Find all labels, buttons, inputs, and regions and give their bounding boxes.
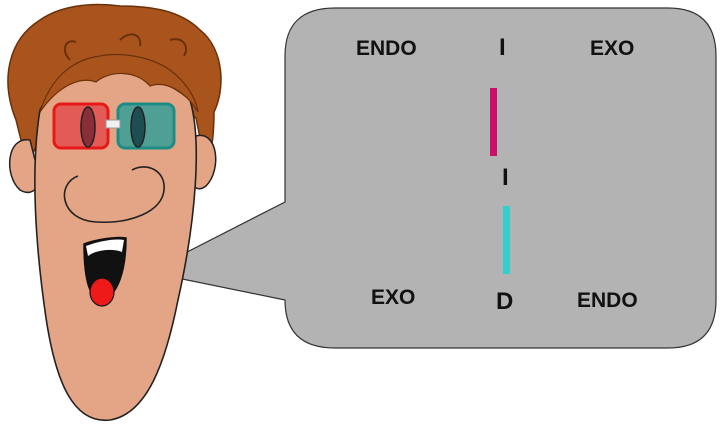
magenta-bar (490, 88, 497, 156)
hair-curl-line (119, 33, 142, 47)
speech-bubble (146, 7, 717, 349)
teeth (86, 239, 124, 256)
right-eye (130, 106, 146, 148)
hair-curl-line (63, 40, 77, 61)
label-bottom-right: ENDO (577, 289, 638, 312)
tongue (89, 277, 115, 307)
nose (63, 166, 165, 223)
label-middle-center: I (502, 164, 509, 191)
right-lens (116, 102, 176, 150)
hair-fringe (39, 53, 199, 113)
cartoon-man-with-3d-glasses-icon (7, 3, 222, 421)
label-top-left: ENDO (356, 37, 417, 60)
glasses-bridge (105, 119, 121, 129)
red-cyan-3d-glasses-icon (52, 102, 176, 150)
label-top-right: EXO (590, 37, 635, 60)
hair-curl-line (169, 38, 188, 57)
label-top-center: I (499, 34, 506, 61)
label-bottom-left: EXO (371, 286, 416, 309)
cyan-bar (503, 206, 510, 274)
label-bottom-center: D (496, 288, 514, 315)
left-eye (80, 106, 96, 148)
